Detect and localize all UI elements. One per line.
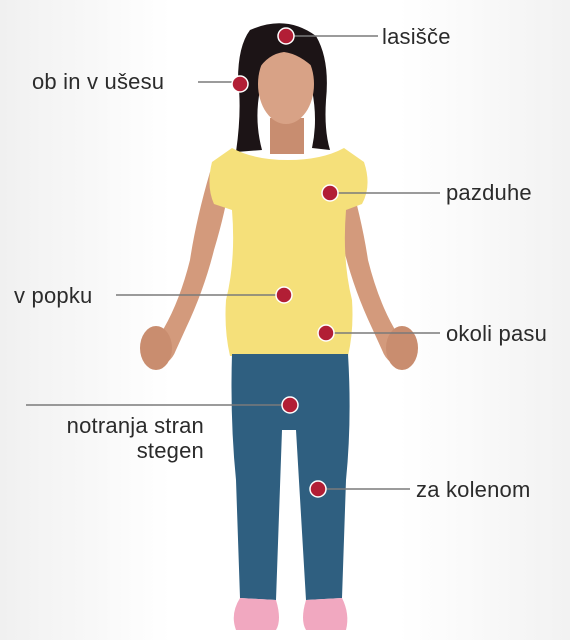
marker-waist [318,325,334,341]
left-hand [140,326,172,370]
marker-ear [232,76,248,92]
label-waist: okoli pasu [446,321,547,346]
marker-scalp [278,28,294,44]
left-shoe [234,598,279,630]
marker-armpit [322,185,338,201]
marker-inner-thigh [282,397,298,413]
jeans [232,354,350,600]
label-inner-thigh: notranja stran stegen [32,413,204,463]
label-knee: za kolenom [416,477,531,502]
shirt [209,148,367,356]
label-ear: ob in v ušesu [32,69,164,94]
right-shoe [303,598,347,630]
label-armpit: pazduhe [446,180,532,205]
marker-navel [276,287,292,303]
label-scalp: lasišče [382,24,451,49]
label-navel: v popku [14,283,92,308]
marker-knee [310,481,326,497]
